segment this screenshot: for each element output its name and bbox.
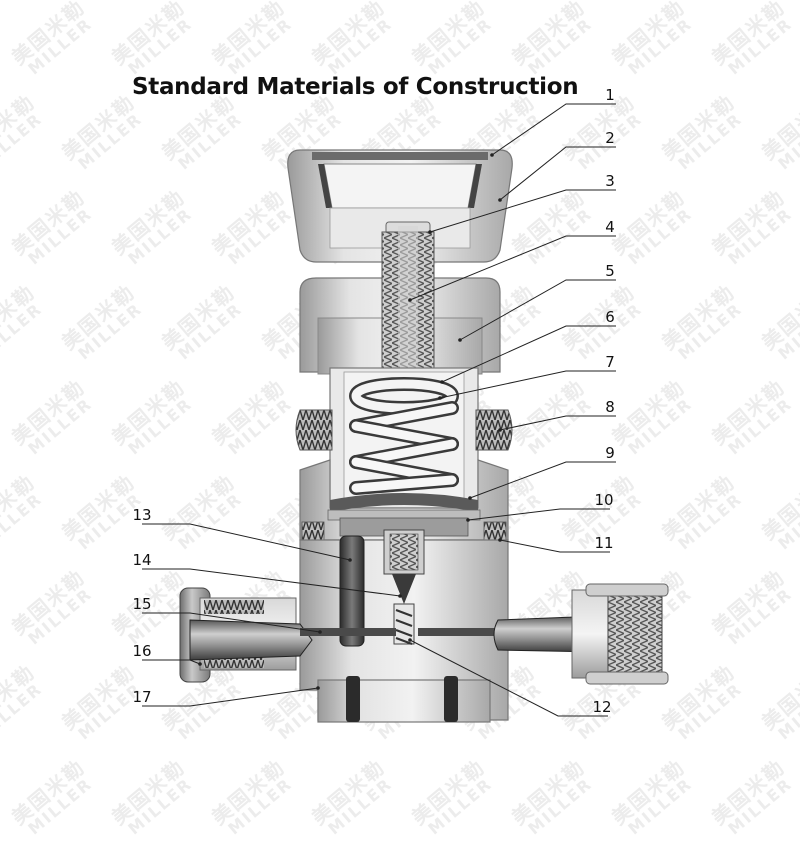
- callout-number: 16: [132, 642, 151, 660]
- diagram-title: Standard Materials of Construction: [132, 74, 579, 100]
- callout-dot-14: [398, 594, 402, 598]
- callout-leader-17: [142, 687, 319, 707]
- callout-number: 13: [132, 506, 151, 524]
- callout-number: 9: [605, 444, 615, 462]
- adjusting-screw: [381, 221, 435, 379]
- callout-leader-11: [499, 539, 610, 553]
- callout-leader-14: [142, 568, 401, 597]
- callout-number: 15: [132, 595, 151, 613]
- callout-dot-13: [348, 558, 352, 562]
- callout-dot-16: [198, 662, 202, 666]
- callout-dot-4: [408, 298, 412, 302]
- callout-number: 14: [132, 551, 151, 569]
- callout-leader-2: [499, 146, 616, 201]
- callout-number: 10: [594, 491, 613, 509]
- callout-number: 17: [132, 688, 151, 706]
- callout-dot-8: [498, 428, 502, 432]
- callout-number: 1: [605, 86, 615, 104]
- callout-leader-5: [459, 279, 616, 341]
- callout-dot-3: [428, 230, 432, 234]
- callout-leader-9: [469, 461, 616, 499]
- callout-dot-9: [468, 496, 472, 500]
- callout-number: 6: [605, 308, 615, 326]
- callout-dot-1: [490, 153, 494, 157]
- callout-leader-3: [429, 189, 616, 233]
- poppet-14: [392, 574, 416, 604]
- inlet-fitting: [179, 587, 396, 683]
- callout-number: 2: [605, 129, 615, 147]
- callout-dot-12: [408, 638, 412, 642]
- callout-leader-8: [499, 415, 616, 431]
- callout-leader-13: [142, 523, 351, 561]
- callout-dot-11: [498, 538, 502, 542]
- callout-number: 8: [605, 398, 615, 416]
- poppet-assembly: [339, 529, 425, 647]
- callout-number: 12: [592, 698, 611, 716]
- callout-leader-1: [491, 103, 616, 156]
- knob-cap: [312, 152, 488, 160]
- callout-dot-6: [440, 380, 444, 384]
- callout-number: 3: [605, 172, 615, 190]
- callout-dot-10: [466, 518, 470, 522]
- callout-leader-15: [142, 612, 321, 633]
- callout-leader-6: [441, 325, 616, 383]
- callout-dot-2: [498, 198, 502, 202]
- range-spring: [349, 377, 460, 495]
- callout-number: 5: [605, 262, 615, 280]
- callout-number: 7: [605, 353, 615, 371]
- callout-number: 4: [605, 218, 615, 236]
- callout-leader-12: [409, 639, 608, 717]
- callout-dot-5: [458, 338, 462, 342]
- outlet-fitting: [418, 583, 669, 685]
- callout-leader-4: [409, 235, 616, 301]
- diaphragm: [330, 493, 478, 512]
- callout-leader-10: [467, 508, 610, 521]
- mounting-bolts: [346, 676, 458, 722]
- handle-knob: [287, 149, 513, 263]
- callout-leader-7: [439, 370, 616, 399]
- callout-leader-16: [142, 659, 201, 665]
- callout-number: 11: [594, 534, 613, 552]
- callout-dot-17: [316, 686, 320, 690]
- callout-dot-15: [318, 630, 322, 634]
- callout-dot-7: [438, 396, 442, 400]
